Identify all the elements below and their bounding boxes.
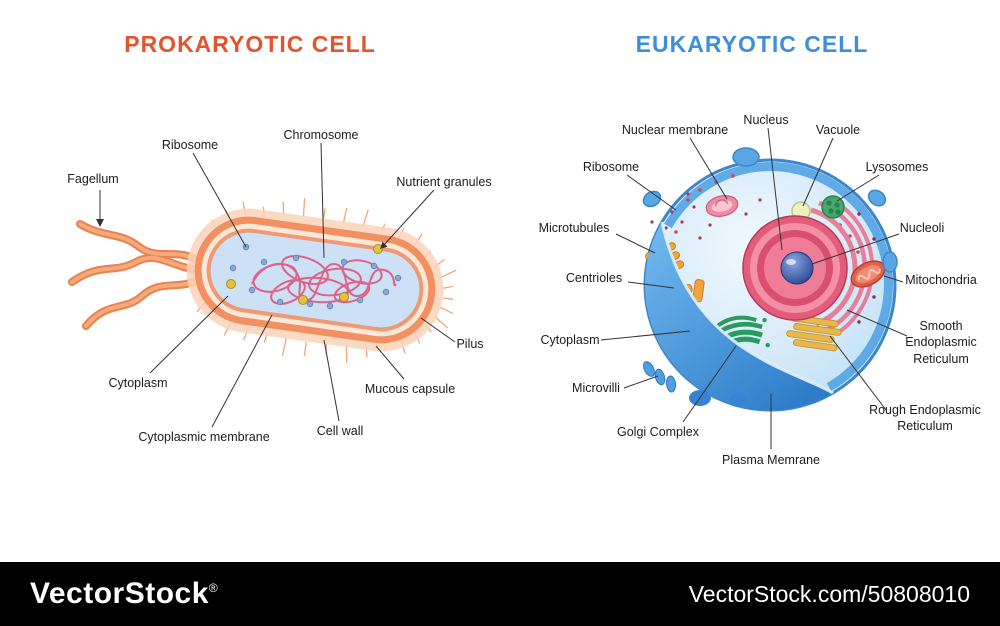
label-cytoplasmic-membrane: Cytoplasmic membrane: [138, 430, 270, 444]
label-pilus: Pilus: [456, 337, 484, 351]
flagella: [68, 220, 206, 330]
label-euk-cytoplasm: Cytoplasm: [540, 333, 600, 347]
registered-mark: ®: [208, 581, 219, 595]
label-cell-wall: Cell wall: [316, 424, 364, 438]
label-nucleus: Nucleus: [743, 113, 789, 127]
vectorstock-logo: VectorStock®: [30, 577, 218, 611]
label-vacuole: Vacuole: [815, 123, 861, 137]
mitochondrion: [850, 260, 886, 288]
label-euk-ribosome: Ribosome: [582, 160, 640, 174]
label-chromosome: Chromosome: [283, 128, 359, 142]
label-plasma-membrane: Plasma Memrane: [722, 453, 820, 467]
leader-lines: [99, 127, 908, 449]
label-prok-cytoplasm: Cytoplasm: [108, 376, 168, 390]
label-mitochondria: Mitochondria: [905, 273, 977, 287]
eukaryotic-cell-illustration: [642, 147, 898, 412]
vectorstock-url: VectorStock.com/50808010: [688, 580, 970, 607]
vectorstock-logo-text: VectorStock: [30, 577, 209, 610]
label-lysosomes: Lysosomes: [865, 160, 929, 174]
label-microtubules: Microtubules: [538, 221, 610, 235]
capsule-layers: [186, 208, 444, 352]
label-nutrient-granules: Nutrient granules: [396, 175, 492, 189]
nutrient-granules: [226, 244, 383, 305]
lysosome: [821, 195, 845, 219]
watermark-bar: VectorStock® VectorStock.com/50808010: [0, 562, 1000, 626]
leader-arrowheads: [96, 219, 388, 249]
label-microvilli: Microvilli: [572, 381, 620, 395]
label-mucous-capsule: Mucous capsule: [364, 382, 456, 396]
microvilli: [643, 361, 677, 393]
label-centrioles: Centrioles: [565, 271, 623, 285]
rough-er-stack: [786, 314, 842, 352]
cell-front-wall: [644, 222, 833, 411]
label-golgi-complex: Golgi Complex: [617, 425, 699, 439]
nuclear-membrane-piece: [705, 195, 739, 217]
chromosome-tangle: [251, 255, 397, 305]
prokaryotic-cell-illustration: [68, 197, 457, 363]
prokaryote-ribosomes: [229, 243, 402, 310]
label-nucleoli: Nucleoli: [899, 221, 945, 235]
prokaryotic-title: PROKARYOTIC CELL: [124, 31, 376, 57]
nucleus: [742, 215, 848, 321]
nucleolus: [780, 251, 814, 285]
label-smooth-er: Smooth Endoplasmic Reticulum: [905, 319, 977, 366]
label-prok-ribosome: Ribosome: [161, 138, 219, 152]
label-nuclear-membrane: Nuclear membrane: [621, 123, 729, 137]
membrane-bumps: [642, 147, 898, 407]
label-fagellum: Fagellum: [67, 172, 119, 186]
label-rough-er: Rough Endoplasmic Reticulum: [869, 403, 981, 434]
cytoplasm-dots: [674, 174, 860, 254]
eukaryotic-title: EUKARYOTIC CELL: [635, 31, 869, 57]
